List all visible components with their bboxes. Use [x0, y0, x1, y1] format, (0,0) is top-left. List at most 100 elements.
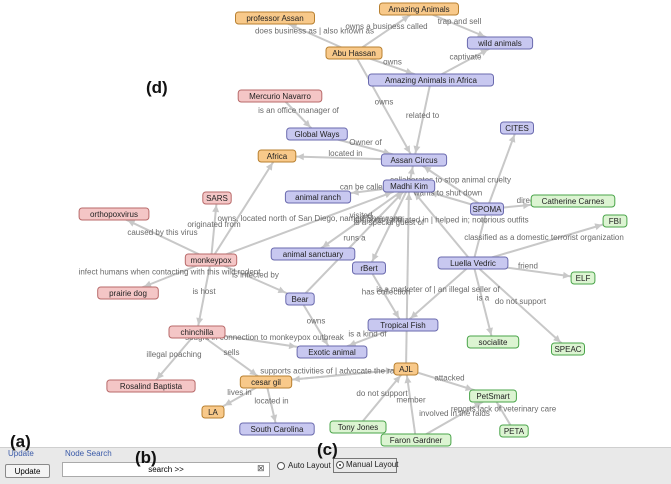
node-madhi-kim[interactable]: Madhi Kim: [382, 179, 436, 193]
node-box[interactable]: [367, 318, 439, 332]
node-animal-sanctuary[interactable]: animal sanctuary: [270, 247, 356, 261]
node-orthopoxvirus[interactable]: orthopoxvirus: [78, 207, 150, 221]
edge-label: located in: [254, 397, 288, 406]
node-box[interactable]: [257, 149, 297, 163]
control-panel: Update Update Node Search search >> ⊠ Au…: [0, 447, 671, 484]
node-box[interactable]: [570, 271, 596, 285]
node-search-input[interactable]: search >>: [62, 462, 270, 477]
node-cesar-gil[interactable]: cesar gil: [239, 375, 293, 389]
node-prairie-dog[interactable]: prairie dog: [97, 286, 159, 300]
node-box[interactable]: [500, 121, 534, 135]
node-box[interactable]: [602, 214, 628, 228]
edge-madhi-kim-to-rbert: [368, 185, 410, 269]
edge-arrowhead: [127, 220, 136, 227]
node-box[interactable]: [379, 2, 459, 16]
node-wild-animals[interactable]: wild animals: [466, 36, 534, 50]
node-box[interactable]: [239, 375, 293, 389]
node-box[interactable]: [466, 335, 520, 349]
node-label: Tony Jones: [338, 423, 378, 432]
node-box[interactable]: [184, 253, 238, 267]
node-box[interactable]: [78, 207, 150, 221]
node-box[interactable]: [368, 73, 494, 87]
node-tropical-fish[interactable]: Tropical Fish: [367, 318, 439, 332]
node-monkeypox[interactable]: monkeypox: [184, 253, 238, 267]
node-box[interactable]: [380, 153, 448, 167]
node-tony-jones[interactable]: Tony Jones: [329, 420, 387, 434]
node-label: SPOMA: [473, 205, 503, 214]
node-amazing-animals-africa[interactable]: Amazing Animals in Africa: [368, 73, 494, 87]
node-global-ways[interactable]: Global Ways: [286, 127, 348, 141]
node-abu-hassan[interactable]: Abu Hassan: [325, 46, 383, 60]
node-box[interactable]: [329, 420, 387, 434]
node-box[interactable]: [285, 292, 315, 306]
manual-layout-radio[interactable]: [336, 461, 344, 469]
node-box[interactable]: [380, 433, 452, 447]
edge-luella-to-speac: [472, 262, 569, 350]
node-assan-circus[interactable]: Assan Circus: [380, 153, 448, 167]
node-box[interactable]: [284, 190, 352, 204]
node-cites[interactable]: CITES: [500, 121, 534, 135]
edge-label: sought in connection to monkeypox outbre…: [185, 333, 345, 342]
node-box[interactable]: [530, 194, 616, 208]
node-sars[interactable]: SARS: [202, 191, 232, 205]
edge-madhi-kim-to-animal-sanctuary: [312, 185, 410, 255]
node-africa[interactable]: Africa: [257, 149, 297, 163]
node-box[interactable]: [352, 261, 386, 275]
node-box[interactable]: [382, 179, 436, 193]
node-box[interactable]: [97, 286, 159, 300]
clear-search-icon[interactable]: ⊠: [257, 463, 265, 473]
auto-layout-radio[interactable]: [277, 462, 285, 470]
node-speac[interactable]: SPEAC: [551, 342, 585, 356]
node-box[interactable]: [470, 202, 504, 216]
node-box[interactable]: [296, 345, 368, 359]
node-faron[interactable]: Faron Gardner: [380, 433, 452, 447]
edge-label: wants to shut down: [413, 189, 482, 198]
node-box[interactable]: [106, 379, 196, 393]
node-box[interactable]: [325, 46, 383, 60]
node-catherine[interactable]: Catherine Carnes: [530, 194, 616, 208]
node-label: PETA: [504, 427, 525, 436]
node-animal-ranch[interactable]: animal ranch: [284, 190, 352, 204]
edge-arrowhead: [270, 414, 278, 423]
node-rosalind[interactable]: Rosalind Baptista: [106, 379, 196, 393]
node-box[interactable]: [235, 11, 315, 25]
node-socialite[interactable]: socialite: [466, 335, 520, 349]
node-rbert[interactable]: rBert: [352, 261, 386, 275]
node-amazing-animals[interactable]: Amazing Animals: [379, 2, 459, 16]
node-box[interactable]: [393, 362, 419, 376]
node-box[interactable]: [551, 342, 585, 356]
node-box[interactable]: [237, 89, 323, 103]
node-box[interactable]: [499, 424, 529, 438]
edge-label: does business as | also known as: [255, 27, 374, 36]
node-label: SPEAC: [554, 345, 581, 354]
node-label: monkeypox: [191, 256, 232, 265]
node-box[interactable]: [270, 247, 356, 261]
node-box[interactable]: [466, 36, 534, 50]
node-petsmart[interactable]: PetSmart: [469, 389, 517, 403]
node-la[interactable]: LA: [201, 405, 225, 419]
node-ajl[interactable]: AJL: [393, 362, 419, 376]
node-box[interactable]: [469, 389, 517, 403]
node-box[interactable]: [239, 422, 315, 436]
node-professor-assan[interactable]: professor Assan: [235, 11, 315, 25]
node-peta[interactable]: PETA: [499, 424, 529, 438]
update-button[interactable]: Update: [5, 464, 50, 478]
node-box[interactable]: [202, 191, 232, 205]
node-chinchilla[interactable]: chinchilla: [168, 325, 226, 339]
node-box[interactable]: [437, 256, 509, 270]
node-elf[interactable]: ELF: [570, 271, 596, 285]
node-box[interactable]: [168, 325, 226, 339]
node-mercurio[interactable]: Mercurio Navarro: [237, 89, 323, 103]
node-box[interactable]: [201, 405, 225, 419]
node-exotic-animal[interactable]: Exotic animal: [296, 345, 368, 359]
node-fbi[interactable]: FBI: [602, 214, 628, 228]
node-luella[interactable]: Luella Vedric: [437, 256, 509, 270]
node-south-carolina[interactable]: South Carolina: [239, 422, 315, 436]
edge-arrowhead: [224, 399, 233, 406]
marker-b: (b): [135, 448, 157, 467]
node-spoma[interactable]: SPOMA: [470, 202, 504, 216]
node-box[interactable]: [286, 127, 348, 141]
node-bear[interactable]: Bear: [285, 292, 315, 306]
manual-layout-option[interactable]: [333, 458, 397, 473]
